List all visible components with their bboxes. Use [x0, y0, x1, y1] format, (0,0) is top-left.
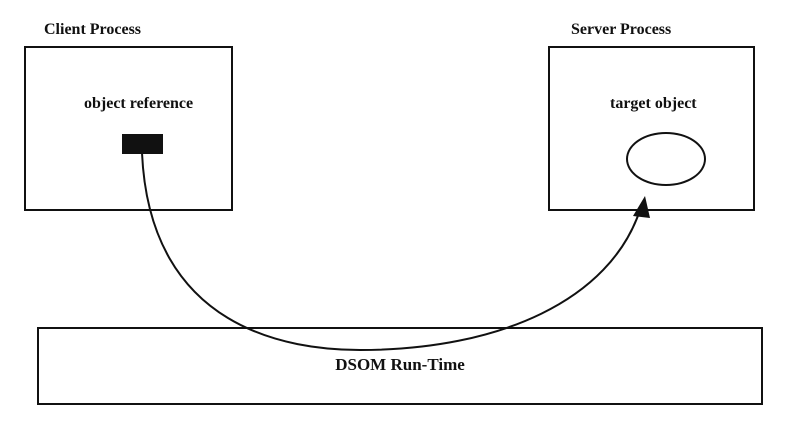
object-reference-label: object reference — [84, 95, 194, 112]
client-process-title: Client Process — [44, 21, 142, 38]
client-process-box: object reference — [24, 46, 233, 211]
dsom-runtime-box: DSOM Run-Time — [37, 327, 763, 405]
dsom-runtime-label: DSOM Run-Time — [335, 355, 465, 374]
object-reference-marker — [122, 134, 163, 154]
target-object-shape — [626, 132, 706, 186]
server-process-title: Server Process — [571, 21, 672, 38]
server-process-box: target object — [548, 46, 755, 211]
target-object-label: target object — [610, 95, 697, 112]
